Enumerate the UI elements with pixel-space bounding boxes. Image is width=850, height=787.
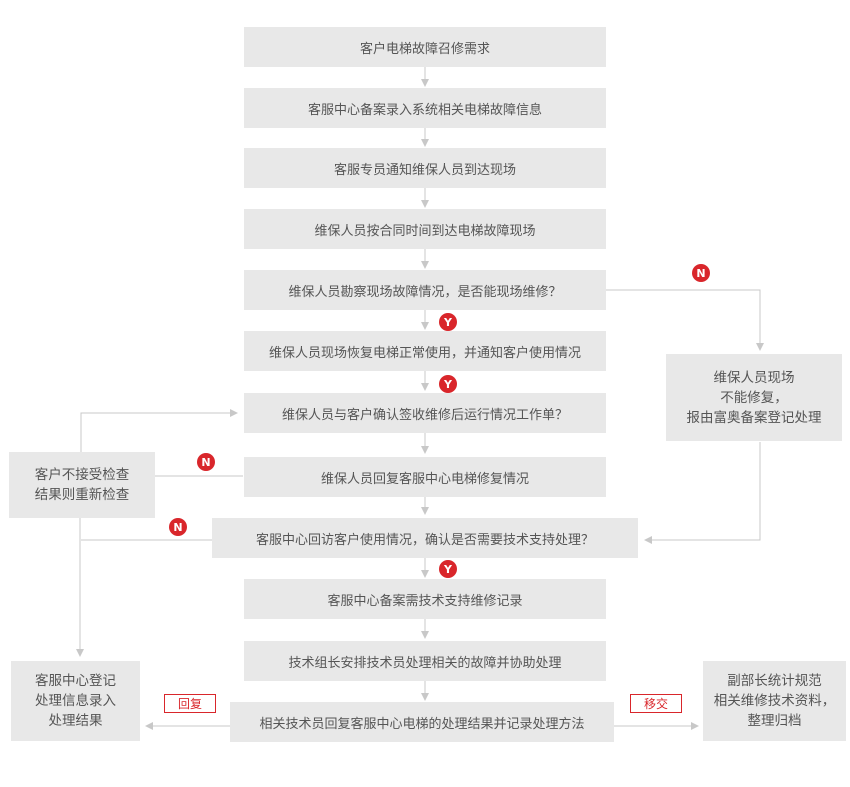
cannot-repair-line-2: 不能修复， xyxy=(720,389,788,406)
yes-badge: Y xyxy=(439,560,457,578)
yes-badge: Y xyxy=(439,375,457,393)
step-4: 维保人员按合同时间到达电梯故障现场 xyxy=(244,209,606,249)
reject-check-line-1: 客户不接受检查 xyxy=(34,467,130,483)
step-3: 客服专员通知维保人员到达现场 xyxy=(244,148,606,188)
yes-badge: Y xyxy=(439,313,457,331)
step-1: 客户电梯故障召修需求 xyxy=(244,27,606,67)
step-7-decision: 维保人员与客户确认签收维修后运行情况工作单？ xyxy=(244,393,606,433)
step-2: 客服中心备案录入系统相关电梯故障信息 xyxy=(244,88,606,128)
step-6: 维保人员现场恢复电梯正常使用，并通知客户使用情况 xyxy=(244,331,606,371)
reject-check-line-2: 结果则重新检查 xyxy=(34,487,130,503)
step-8: 维保人员回复客服中心电梯修复情况 xyxy=(244,457,606,497)
cannot-repair-line-1: 维保人员现场 xyxy=(713,369,795,386)
no-badge: N xyxy=(692,264,710,282)
register-line-2: 处理信息录入 xyxy=(35,693,116,709)
transfer-tag: 移交 xyxy=(630,694,682,713)
step-5-decision: 维保人员勘察现场故障情况，是否能现场维修？ xyxy=(244,270,606,310)
step-9-decision: 客服中心回访客户使用情况，确认是否需要技术支持处理？ xyxy=(212,518,638,558)
no-badge: N xyxy=(169,518,187,536)
standardize-line-2: 相关维修技术资料， xyxy=(713,693,836,709)
reply-tag: 回复 xyxy=(164,694,216,713)
standardize-box: 副部长统计规范 相关维修技术资料， 整理归档 xyxy=(703,661,846,741)
standardize-line-3: 整理归档 xyxy=(747,713,802,729)
register-line-1: 客服中心登记 xyxy=(35,673,116,689)
step-11: 技术组长安排技术员处理相关的故障并协助处理 xyxy=(244,641,606,681)
cannot-repair-box: 维保人员现场 不能修复， 报由富奥备案登记处理 xyxy=(666,354,842,441)
no-badge: N xyxy=(197,453,215,471)
standardize-line-1: 副部长统计规范 xyxy=(727,673,822,689)
reject-check-box: 客户不接受检查 结果则重新检查 xyxy=(9,452,155,518)
step-12: 相关技术员回复客服中心电梯的处理结果并记录处理方法 xyxy=(230,702,614,742)
cannot-repair-line-3: 报由富奥备案登记处理 xyxy=(686,409,822,426)
register-box: 客服中心登记 处理信息录入 处理结果 xyxy=(11,661,140,741)
step-10: 客服中心备案需技术支持维修记录 xyxy=(244,579,606,619)
register-line-3: 处理结果 xyxy=(48,713,103,729)
